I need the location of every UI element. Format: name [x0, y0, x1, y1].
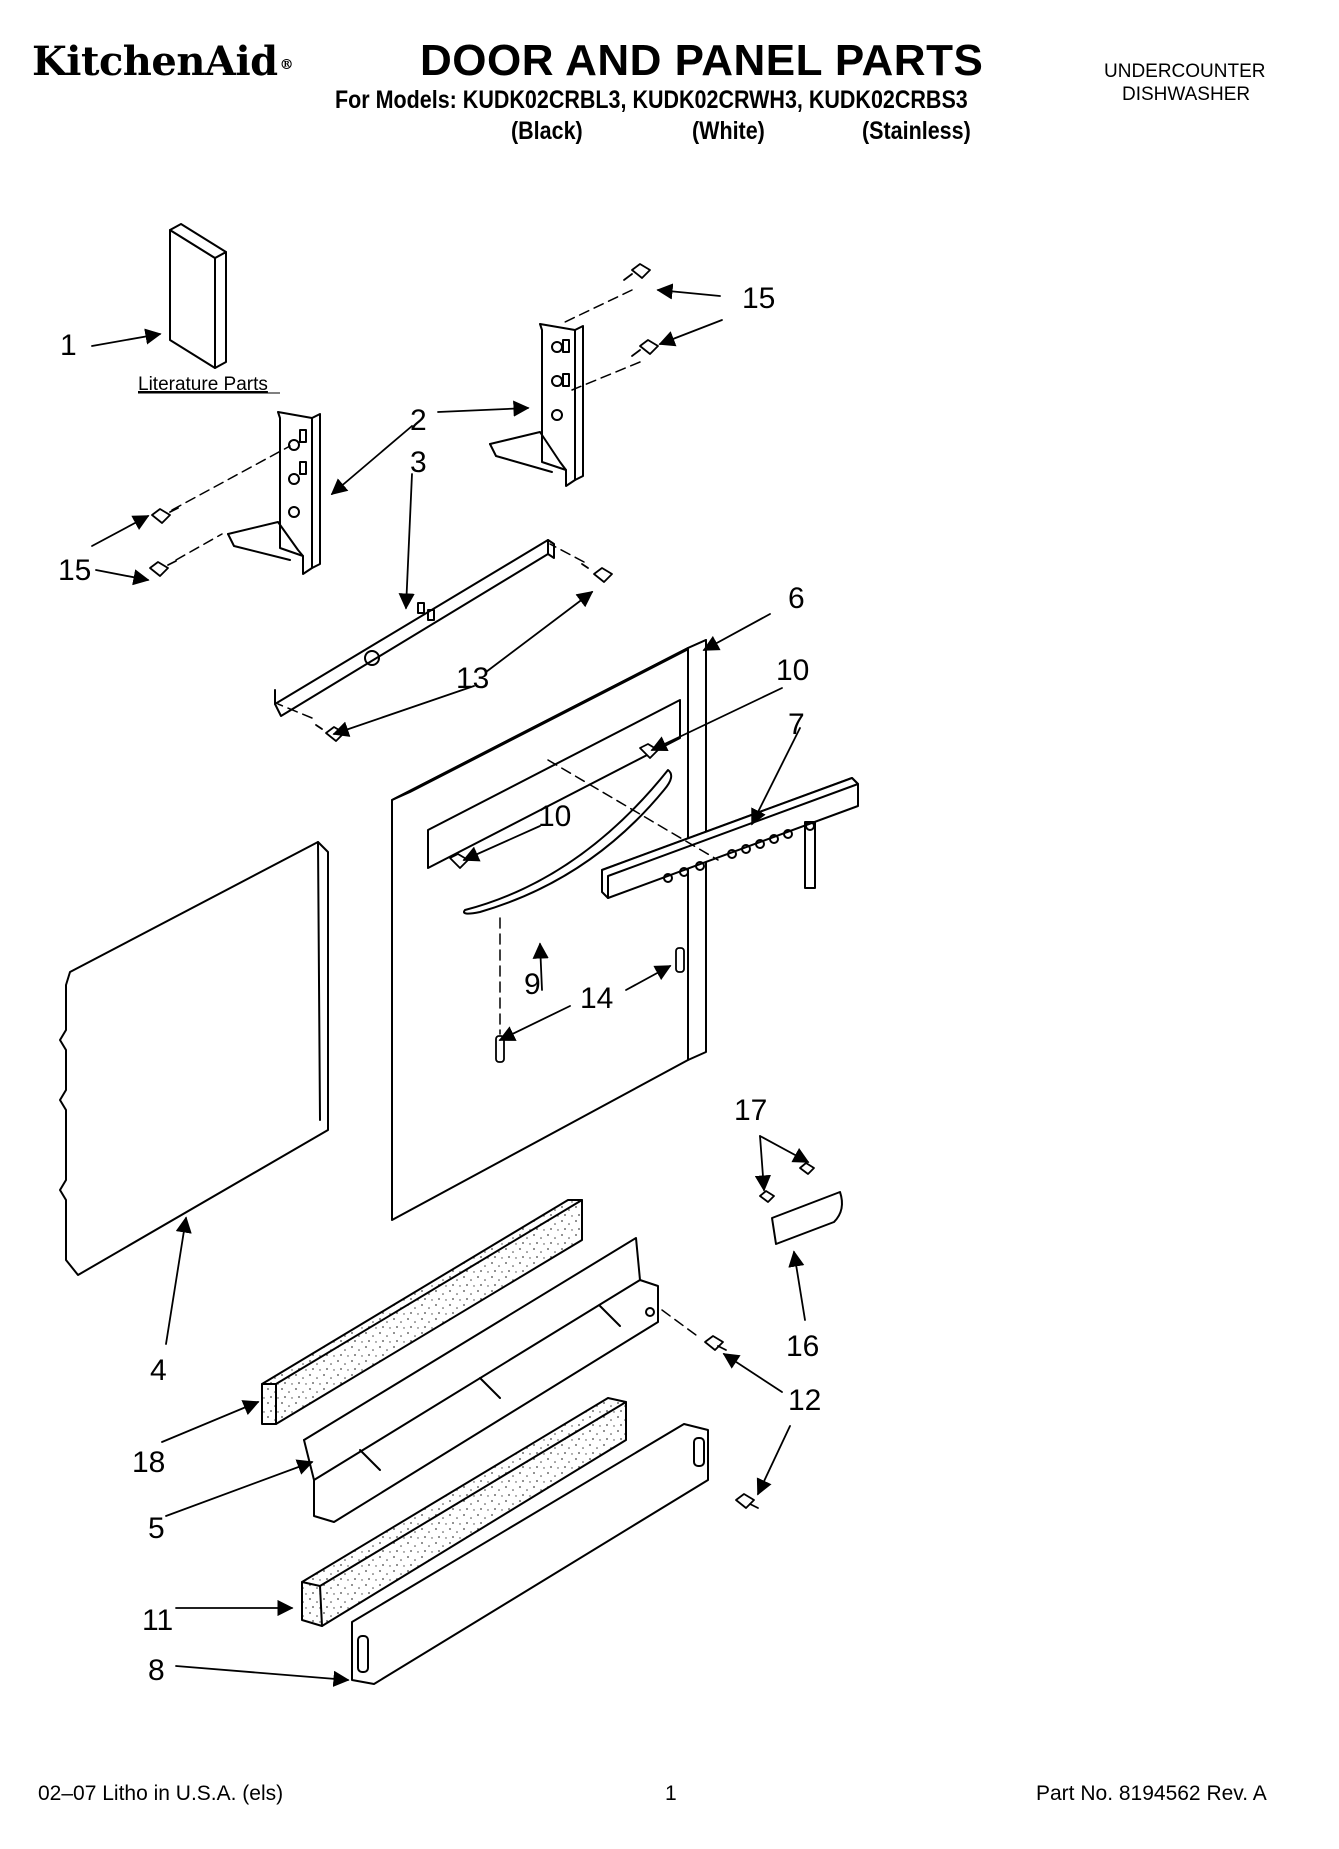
leader-arrows	[91, 283, 810, 1687]
outer-door-panel	[391, 639, 707, 1221]
callout-13: 13	[456, 662, 489, 695]
variant-white: (White)	[692, 117, 765, 145]
toe-kick-panel	[351, 1423, 709, 1685]
callout-10b: 10	[538, 800, 571, 833]
callout-3: 3	[410, 446, 427, 479]
callout-11: 11	[142, 1604, 173, 1637]
variant-black: (Black)	[511, 117, 583, 145]
variant-stainless: (Stainless)	[862, 117, 971, 145]
callout-labels: 1 2 3 4 5 6 7 8 9 10 10 11 12 12 13 14 1…	[58, 282, 821, 1687]
callout-8: 8	[148, 1654, 165, 1687]
callout-6: 6	[788, 582, 805, 615]
callout-18: 18	[132, 1446, 165, 1479]
upper-foam-strip	[261, 1199, 583, 1425]
literature-booklet	[169, 223, 227, 369]
control-panel	[601, 777, 859, 899]
footer-print-info: 02–07 Litho in U.S.A. (els)	[38, 1782, 284, 1805]
callout-2: 2	[410, 404, 427, 437]
literature-parts-label: Literature Parts	[138, 374, 268, 395]
appliance-type-line-1: UNDERCOUNTER	[1104, 61, 1266, 82]
part-number: Part No. 8194562 Rev. A	[1036, 1782, 1267, 1805]
callout-12a: 12	[788, 1384, 821, 1417]
callout-15a: 15	[742, 282, 775, 315]
alignment-lines	[171, 289, 719, 1339]
callout-15b: 15	[58, 554, 91, 587]
page-title: DOOR AND PANEL PARTS	[420, 36, 984, 85]
page-number: 1	[665, 1782, 677, 1805]
callout-7: 7	[788, 708, 805, 741]
callout-14: 14	[580, 982, 613, 1015]
left-hinge-bracket	[227, 411, 321, 575]
callout-16: 16	[786, 1330, 819, 1363]
lower-support-channel	[303, 1237, 659, 1523]
screws	[149, 263, 815, 1509]
callout-1: 1	[60, 329, 77, 362]
brand-logo: KitchenAid®	[32, 38, 294, 85]
appliance-type-line-2: DISHWASHER	[1122, 84, 1251, 105]
top-rail	[274, 539, 555, 717]
callout-5: 5	[148, 1512, 165, 1545]
trim-badge	[771, 1191, 843, 1245]
callout-9: 9	[524, 968, 541, 1001]
door-handle	[463, 769, 673, 915]
callout-10a: 10	[776, 654, 809, 687]
callout-17: 17	[734, 1094, 767, 1127]
inner-door-liner	[59, 841, 329, 1276]
lower-foam-strip	[301, 1397, 627, 1627]
right-hinge-bracket	[489, 323, 584, 487]
callout-4: 4	[150, 1354, 167, 1387]
models-line: For Models: KUDK02CRBL3, KUDK02CRWH3, KU…	[335, 86, 968, 114]
